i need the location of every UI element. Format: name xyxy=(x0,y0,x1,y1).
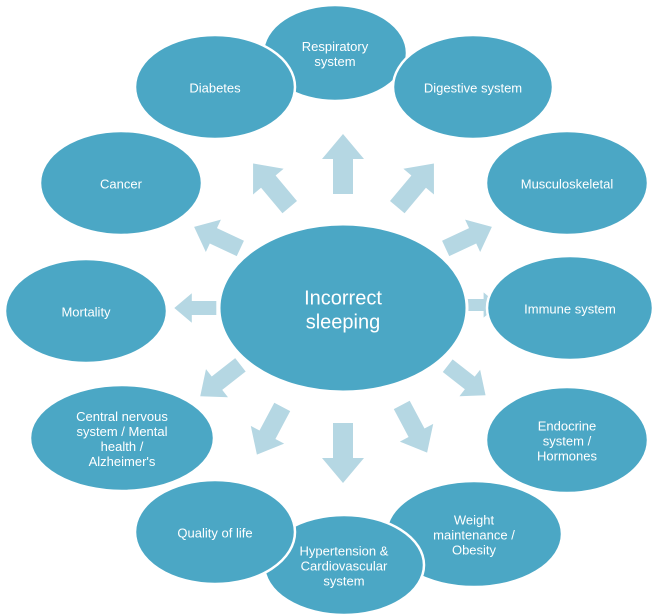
arrows-layer xyxy=(174,134,499,483)
node-digestive-ellipse xyxy=(391,33,555,141)
node-weight-label-line-3: Obesity xyxy=(452,542,497,557)
node-cns-label-line-2: system / Mental xyxy=(76,424,167,439)
node-endocrine-ellipse xyxy=(484,385,650,495)
arrow-10 xyxy=(174,293,217,323)
node-cancer-label: Cancer xyxy=(100,176,143,191)
node-diabetes-label-line-1: Diabetes xyxy=(189,80,241,95)
node-diabetes: Diabetes xyxy=(133,33,297,141)
node-mortality-ellipse xyxy=(3,257,169,365)
node-cns-label-line-3: health / xyxy=(101,439,144,454)
node-hypertension-label-line-3: system xyxy=(323,573,364,588)
node-weight-label-line-2: maintenance / xyxy=(433,527,515,542)
arrow-8 xyxy=(250,402,291,455)
node-musculoskeletal: Musculoskeletal xyxy=(484,129,650,237)
node-quality-of-life-label-line-1: Quality of life xyxy=(177,525,252,540)
node-cancer-label-line-1: Cancer xyxy=(100,176,143,191)
arrow-3 xyxy=(442,219,492,257)
node-quality-of-life-label: Quality of life xyxy=(177,525,252,540)
arrow-6 xyxy=(393,400,434,453)
node-cns-ellipse xyxy=(28,383,216,493)
node-cns-label-line-1: Central nervous xyxy=(76,409,168,424)
node-cancer: Cancer xyxy=(38,129,204,237)
node-digestive-label: Digestive system xyxy=(424,80,522,95)
node-cancer-ellipse xyxy=(38,129,204,237)
node-digestive-label-line-1: Digestive system xyxy=(424,80,522,95)
arrow-11 xyxy=(194,219,244,257)
node-musculoskeletal-label-line-1: Musculoskeletal xyxy=(521,176,614,191)
arrow-2 xyxy=(390,163,434,214)
node-immune-ellipse xyxy=(485,254,655,362)
arrow-9 xyxy=(200,358,246,398)
node-mortality-label: Mortality xyxy=(61,304,111,319)
node-respiratory-label-line-1: Respiratory xyxy=(302,39,369,54)
center-node-ellipse xyxy=(217,222,469,394)
node-respiratory-label-line-2: system xyxy=(314,54,355,69)
node-musculoskeletal-ellipse xyxy=(484,129,650,237)
node-hypertension-label-line-2: Cardiovascular xyxy=(301,558,388,573)
center-node-label-line-2: sleeping xyxy=(306,311,381,333)
node-quality-of-life-ellipse xyxy=(133,478,297,586)
node-digestive: Digestive system xyxy=(391,33,555,141)
node-diabetes-ellipse xyxy=(133,33,297,141)
arrow-5 xyxy=(442,359,486,397)
arrow-1 xyxy=(322,134,364,194)
node-endocrine-label-line-3: Hormones xyxy=(537,448,597,463)
node-quality-of-life: Quality of life xyxy=(133,478,297,586)
node-diabetes-label: Diabetes xyxy=(189,80,241,95)
node-endocrine-label-line-2: system / xyxy=(543,433,592,448)
node-immune: Immune system xyxy=(485,254,655,362)
node-musculoskeletal-label: Musculoskeletal xyxy=(521,176,614,191)
node-immune-label-line-1: Immune system xyxy=(524,301,616,316)
center-node-label-line-1: Incorrect xyxy=(304,287,382,309)
node-mortality: Mortality xyxy=(3,257,169,365)
node-hypertension-label-line-1: Hypertension & xyxy=(300,543,389,558)
arrow-12 xyxy=(253,163,297,214)
node-mortality-label-line-1: Mortality xyxy=(61,304,111,319)
node-immune-label: Immune system xyxy=(524,301,616,316)
node-endocrine-label-line-1: Endocrine xyxy=(538,418,597,433)
node-weight-label-line-1: Weight xyxy=(454,512,495,527)
arrow-7 xyxy=(322,423,364,483)
node-cns-label-line-4: Alzheimer's xyxy=(89,454,156,469)
